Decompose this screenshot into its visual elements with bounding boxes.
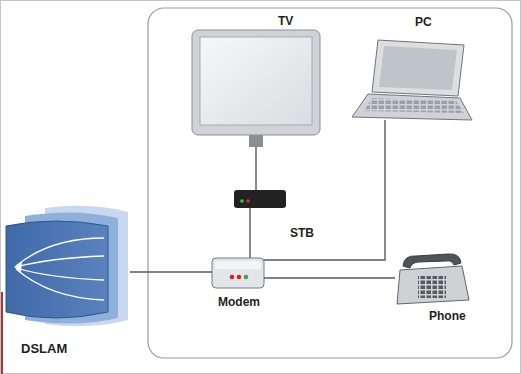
tv-node: TV — [192, 30, 320, 147]
device-label: DSLAM — [21, 341, 67, 356]
edge-mark — [1, 292, 3, 374]
stb-icon — [234, 190, 286, 208]
pc-node: PC — [352, 40, 472, 120]
modem-icon — [212, 258, 264, 288]
tv-icon — [192, 30, 320, 147]
cable-line — [264, 120, 385, 260]
cable-line — [264, 277, 395, 278]
cable-line — [130, 271, 212, 272]
device-label: Modem — [218, 295, 260, 309]
stb-node: STB — [234, 190, 286, 208]
device-label: Phone — [429, 309, 466, 323]
phone-node: Phone — [395, 252, 470, 304]
modem-node: Modem — [212, 258, 264, 288]
device-label: STB — [290, 226, 314, 240]
dslam-icon — [6, 206, 128, 327]
cable-line — [255, 147, 256, 190]
home-area — [148, 8, 512, 358]
device-label: TV — [278, 14, 293, 28]
phone-icon — [397, 254, 469, 304]
cable-line — [249, 208, 250, 258]
device-label: PC — [415, 15, 432, 29]
dslam-node: DSLAM — [5, 205, 130, 330]
laptop-icon — [352, 40, 472, 120]
